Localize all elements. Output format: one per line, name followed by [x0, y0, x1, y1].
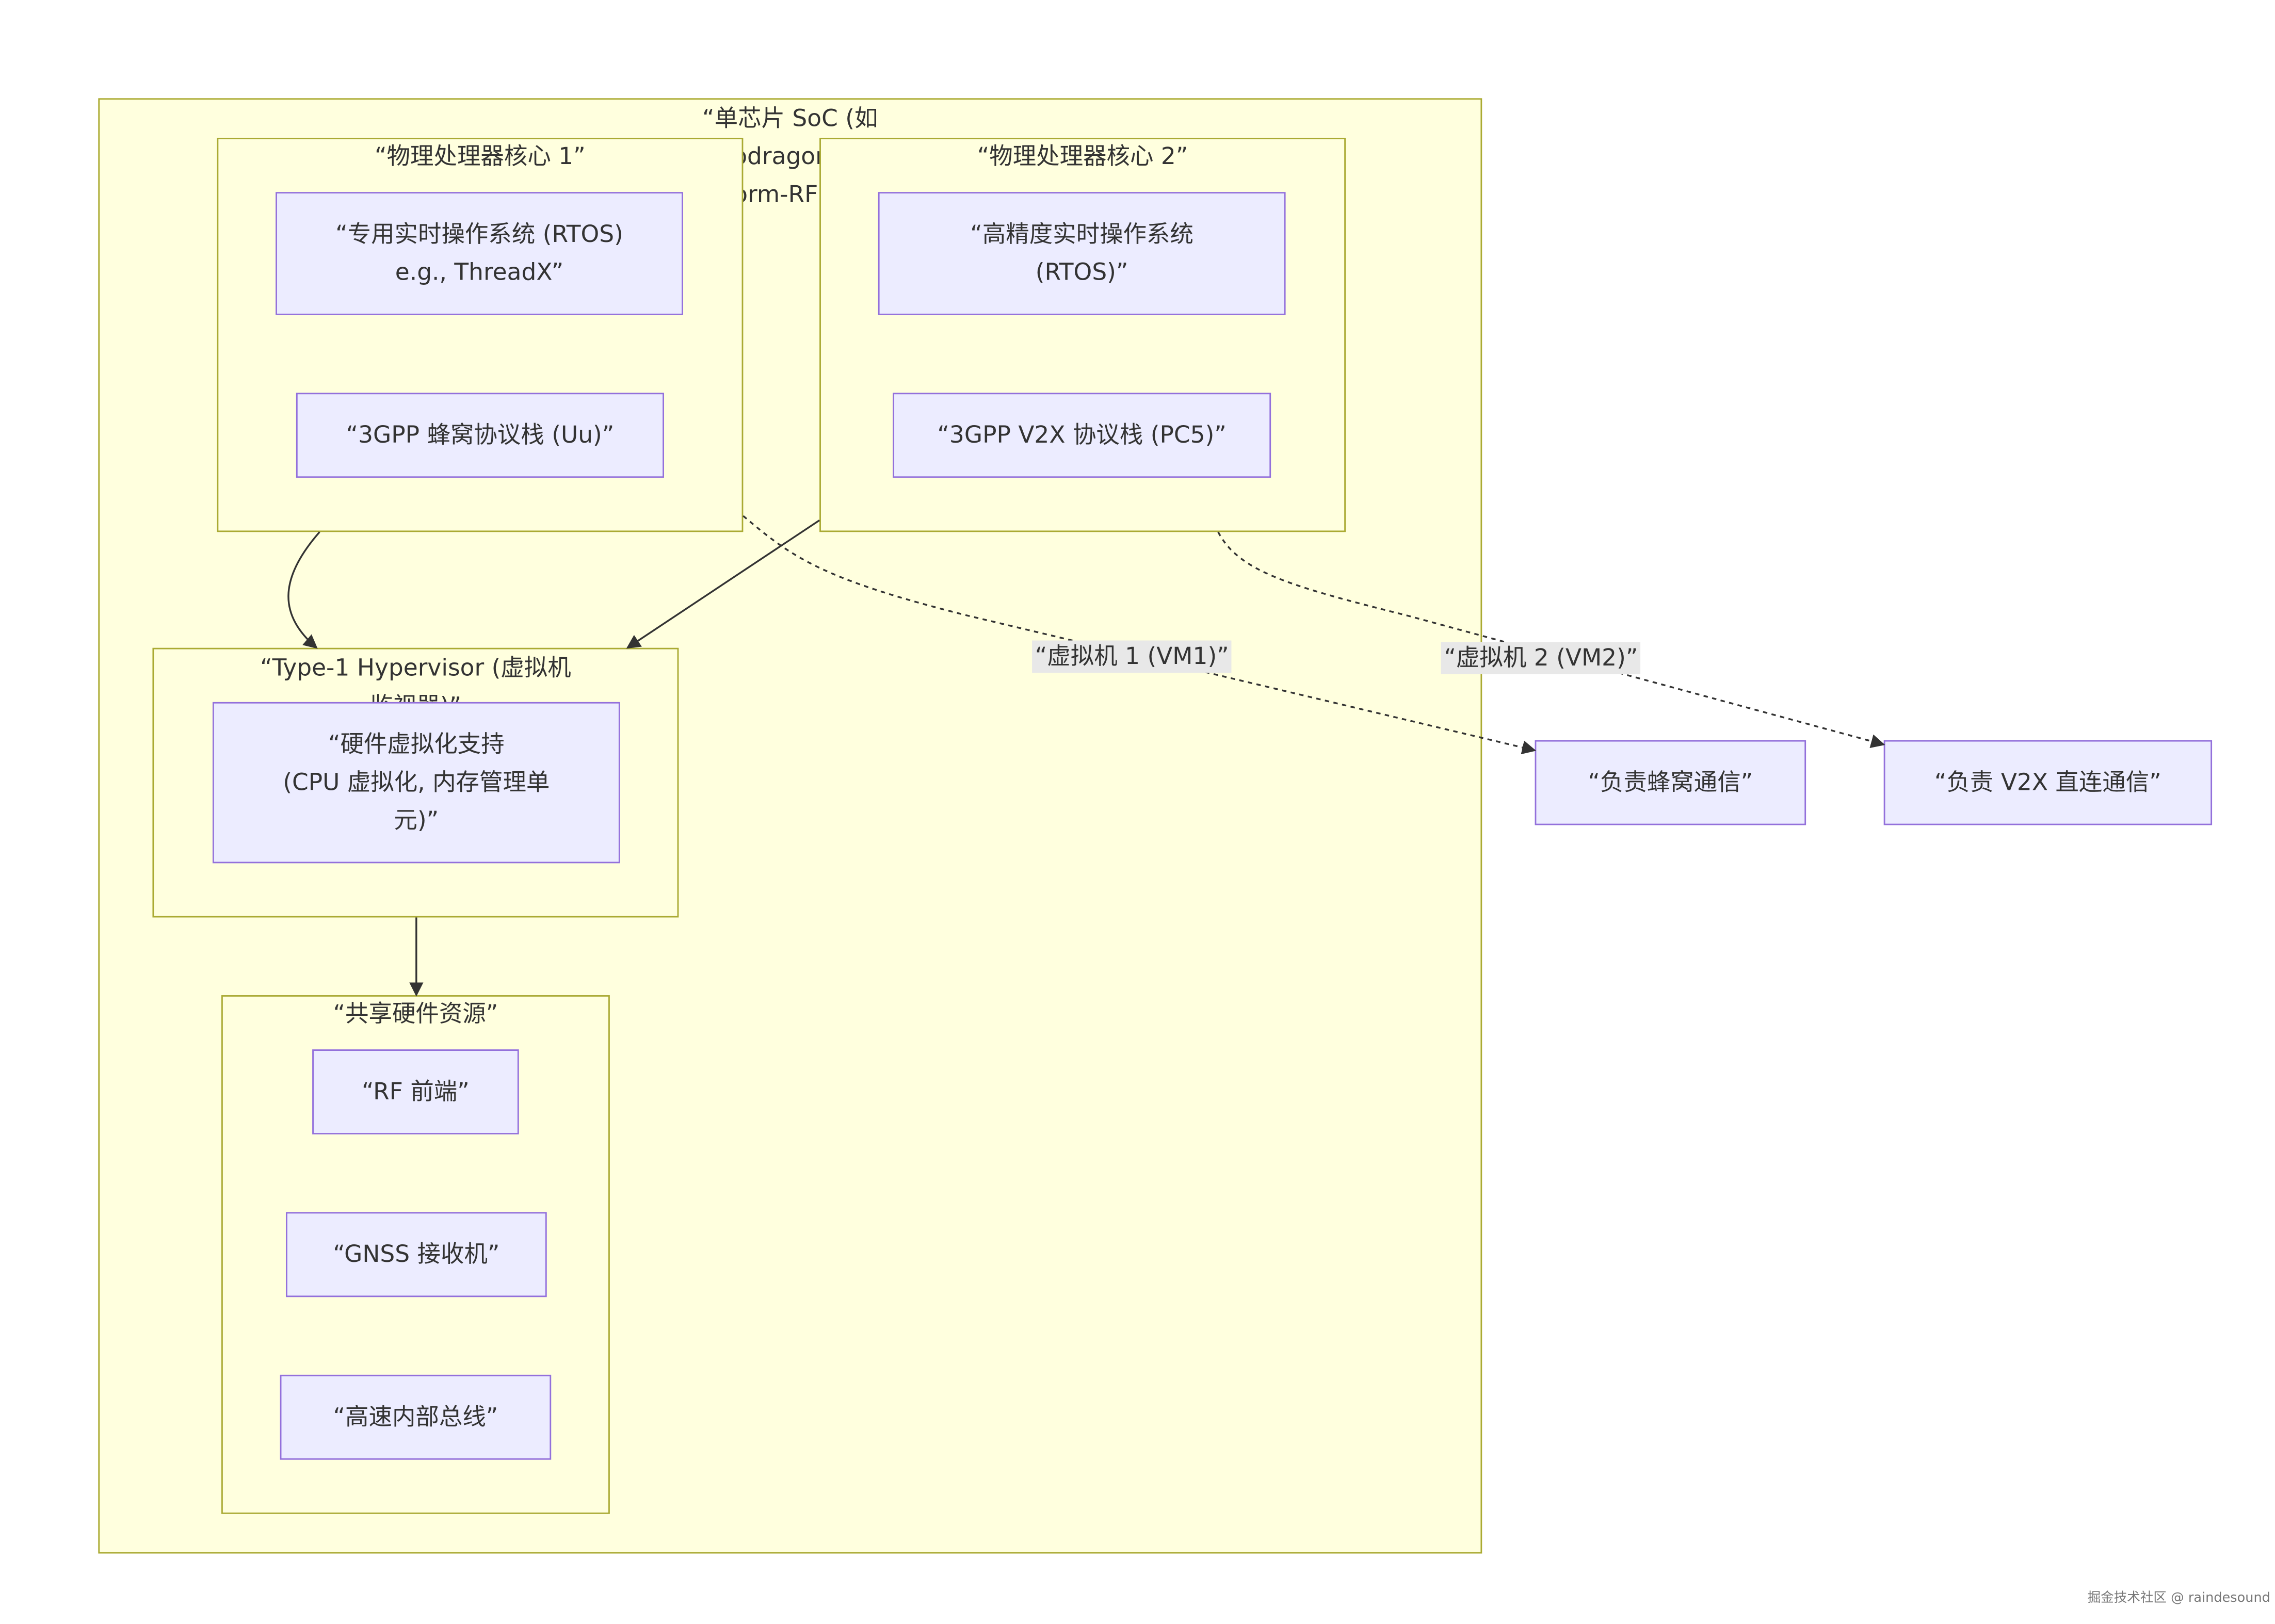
hw-virtualization-node: “硬件虚拟化支持 (CPU 虚拟化, 内存管理单 元)” [212, 702, 620, 864]
core2-cluster-title: “物理处理器核心 2” [977, 142, 1188, 170]
rtos1-node: “专用实时操作系统 (RTOS) e.g., ThreadX” [276, 192, 683, 315]
edge-core2-to-v2x-comm [1217, 531, 1885, 748]
edge-label-vm2: “虚拟机 2 (VM2)” [1441, 642, 1641, 674]
edge-core1-to-cellular-comm [743, 515, 1537, 755]
rtos2-node: “高精度实时操作系统 (RTOS)” [878, 192, 1286, 315]
core1-cluster-title: “物理处理器核心 1” [375, 142, 586, 170]
edge-label-vm1: “虚拟机 1 (VM1)” [1032, 640, 1232, 673]
cellular-comm-node: “负责蜂窝通信” [1535, 740, 1806, 825]
v2x-stack-node: “3GPP V2X 协议栈 (PC5)” [893, 393, 1271, 478]
v2x-comm-node: “负责 V2X 直连通信” [1883, 740, 2213, 825]
gnss-receiver-node: “GNSS 接收机” [285, 1212, 547, 1297]
edge-core1-to-hypervisor [287, 531, 320, 649]
rf-frontend-node: “RF 前端” [312, 1049, 519, 1134]
cellular-stack-node: “3GPP 蜂窝协议栈 (Uu)” [296, 393, 664, 478]
internal-bus-node: “高速内部总线” [280, 1374, 552, 1460]
watermark-text: 掘金技术社区 @ raindesound [2087, 1591, 2270, 1606]
shared-resources-cluster-title: “共享硬件资源” [333, 999, 498, 1028]
edge-core2-to-hypervisor [626, 519, 820, 649]
